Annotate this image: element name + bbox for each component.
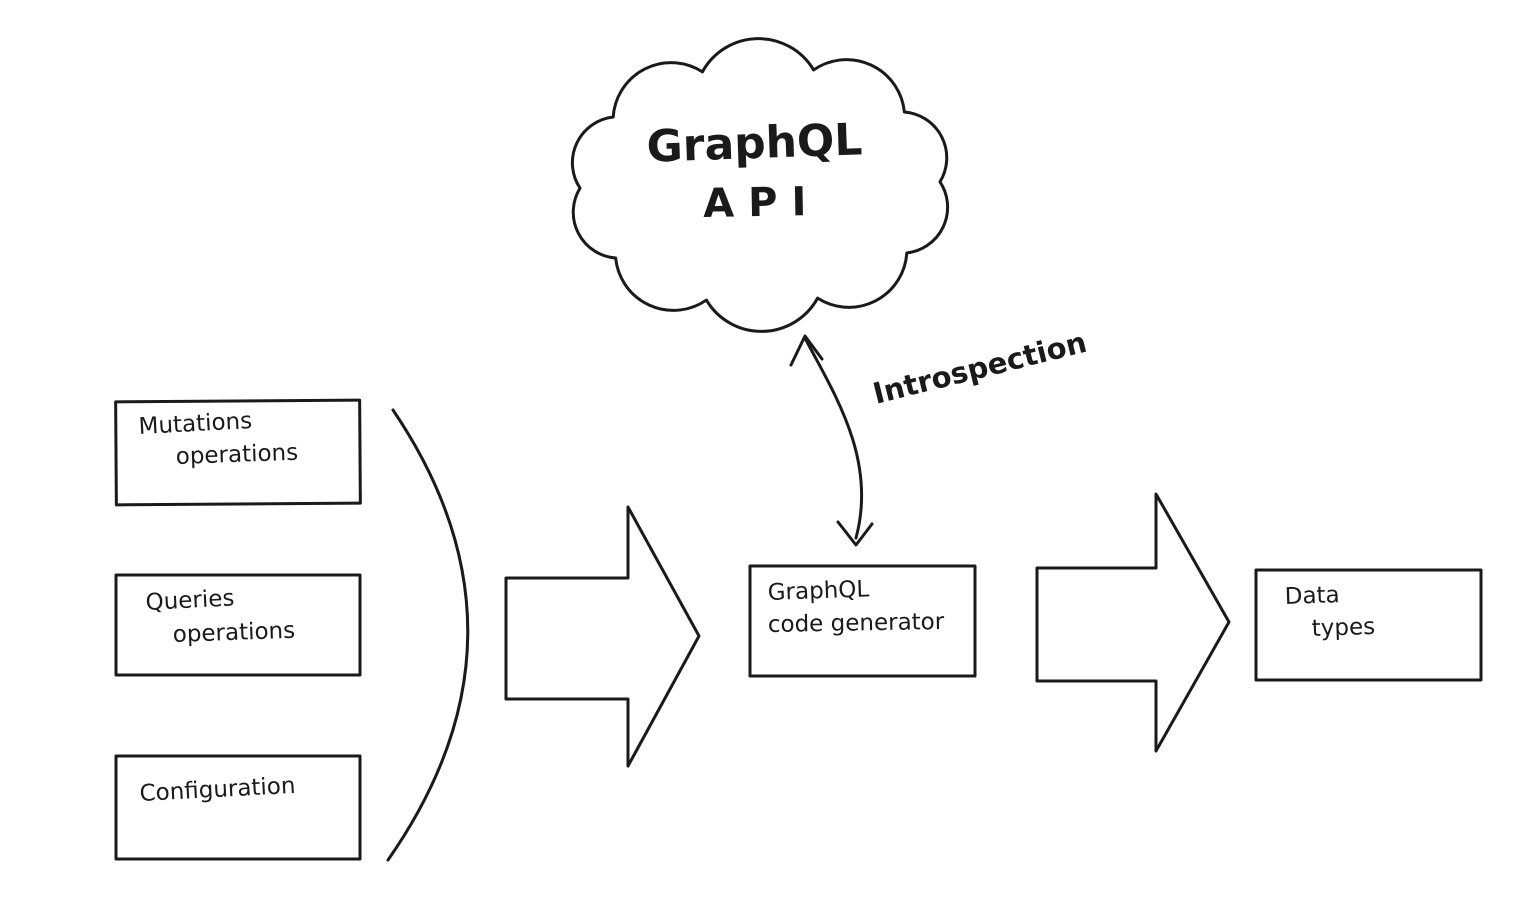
cloud-label-line1: GraphQL (646, 114, 863, 172)
introspection-arrow (804, 338, 864, 540)
generator-box (748, 564, 977, 678)
queries-box (114, 573, 362, 677)
cloud-label-line2: API (703, 179, 821, 227)
generator-box-line1: GraphQL (767, 576, 869, 606)
graphql-api-cloud-group: GraphQL API (570, 37, 950, 333)
data-types-box-group: Data types (1254, 568, 1483, 682)
data-types-box (1254, 568, 1483, 682)
introspection-label: Introspection (869, 325, 1090, 411)
queries-box-line1: Queries (145, 585, 235, 616)
mutations-box-line1: Mutations (138, 408, 253, 440)
introspection-arrowhead-top (789, 334, 824, 367)
introspection-arrowhead-bottom (836, 520, 874, 547)
mutations-box (114, 398, 362, 507)
mutations-box-line2: operations (175, 440, 298, 470)
mutations-box-group: Mutations operations (114, 398, 362, 507)
data-types-box-line1: Data (1284, 582, 1340, 610)
configuration-box (114, 754, 362, 861)
queries-box-group: Queries operations (114, 573, 362, 677)
flow-arrow-right (1035, 492, 1231, 753)
graphql-api-cloud (570, 37, 950, 333)
introspection-arrow-group: Introspection (789, 325, 1090, 547)
generator-box-line2: code generator (768, 609, 945, 638)
generator-box-group: GraphQL code generator (748, 564, 977, 678)
flow-arrow-left (504, 505, 701, 768)
group-bracket (386, 408, 470, 862)
configuration-box-group: Configuration (114, 754, 362, 861)
data-types-box-line2: types (1311, 614, 1375, 642)
queries-box-line2: operations (172, 618, 295, 648)
